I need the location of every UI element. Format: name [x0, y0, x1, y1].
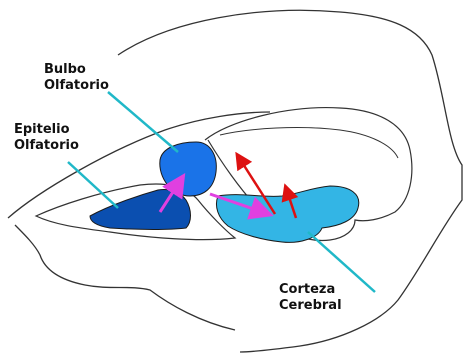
- bulbo-label-line1: Bulbo: [44, 62, 109, 78]
- bulbo-olfatorio-label: Bulbo Olfatorio: [44, 62, 109, 94]
- epitelio-label-line1: Epitelio: [14, 122, 79, 138]
- epitelio-olfatorio-label: Epitelio Olfatorio: [14, 122, 79, 154]
- bulbo-leader-line: [108, 92, 178, 152]
- bulbo-label-line2: Olfatorio: [44, 78, 109, 94]
- corteza-cerebral-label: Corteza Cerebral: [279, 282, 342, 314]
- corteza-label-line1: Corteza: [279, 282, 342, 298]
- brain-fold: [220, 128, 398, 158]
- bulbo-olfatorio-region: [160, 142, 216, 196]
- epitelio-label-line2: Olfatorio: [14, 138, 79, 154]
- corteza-label-line2: Cerebral: [279, 298, 342, 314]
